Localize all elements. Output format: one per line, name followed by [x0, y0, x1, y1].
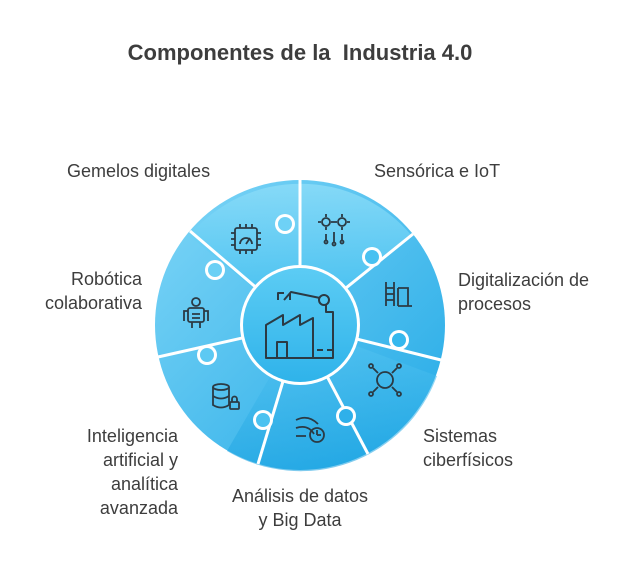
label-digitalizacion-procesos: Digitalización de procesos [458, 270, 590, 314]
label-analisis-datos: Análisis de datos y Big Data [231, 486, 369, 530]
robot-icon [183, 297, 209, 328]
cyber-network-icon [368, 363, 402, 397]
label-inteligencia-artificial: Inteligencia artificial y analítica avan… [86, 426, 178, 518]
label-sistemas-ciberfisicos: Sistemas ciberfísicos [423, 426, 514, 470]
label-robotica-colaborativa: Robótica colaborativa [44, 269, 142, 313]
page-title: Componentes de la Industria 4.0 [127, 40, 473, 65]
process-ladder-icon [385, 282, 412, 307]
sensor-gears-icon [318, 214, 350, 247]
label-gemelos-digitales: Gemelos digitales [67, 161, 211, 181]
factory-robot-arm-icon [265, 291, 334, 359]
puzzle-tabs [200, 217, 406, 427]
database-lock-icon [212, 383, 240, 410]
label-sensorica-iot: Sensórica e IoT [374, 161, 501, 181]
chip-gauge-icon [231, 224, 261, 254]
wind-analytics-icon [295, 416, 325, 443]
